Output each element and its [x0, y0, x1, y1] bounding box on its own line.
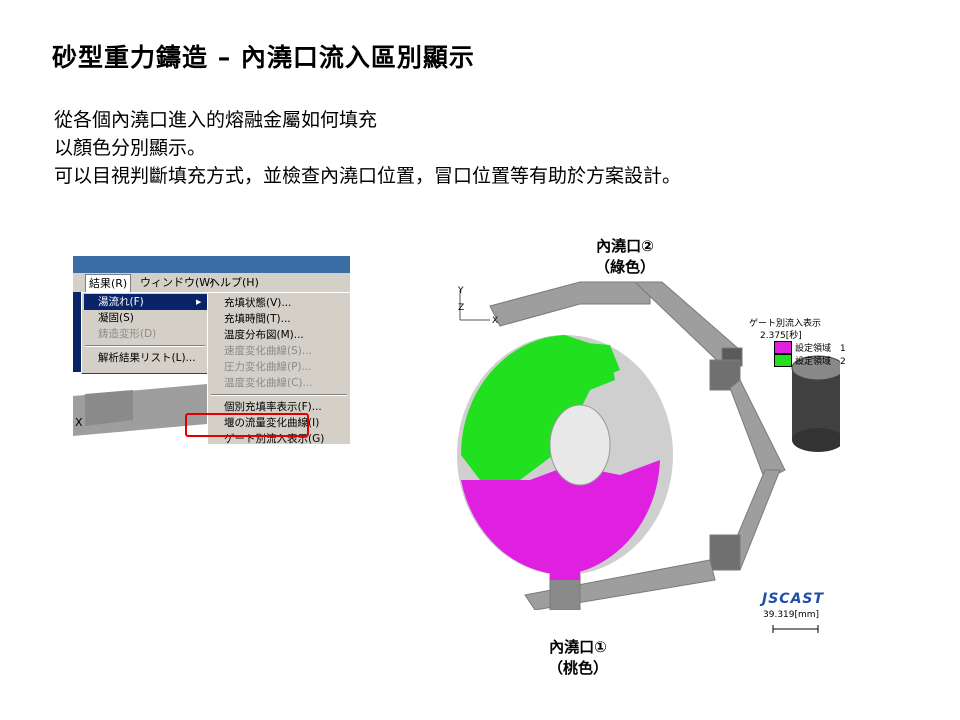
menu-item-velocity-curve[interactable]: 速度変化曲線(S)...	[224, 345, 312, 357]
casting-disc	[457, 335, 673, 580]
description: 從各個內澆口進入的熔融金屬如何填充 以顏色分別顯示。 可以目視判斷填充方式，並檢…	[54, 106, 681, 190]
menu-separator	[211, 394, 347, 396]
svg-text:X: X	[75, 416, 83, 429]
menu-item-flow[interactable]: 湯流れ(F)	[84, 294, 208, 310]
menu-item-individual-fill[interactable]: 個別充填率表示(F)...	[224, 401, 322, 413]
legend-swatch-green	[774, 354, 792, 367]
menu-item-temperature-map[interactable]: 温度分布図(M)...	[224, 329, 304, 341]
legend-swatch-pink	[774, 341, 792, 354]
menu-separator	[85, 345, 205, 347]
runner-fragment: X	[73, 384, 207, 436]
menu-item-casting-deformation[interactable]: 鋳造変形(D)	[98, 328, 157, 340]
menu-results[interactable]: 結果(R)	[85, 274, 132, 293]
legend-item-2-label: 設定領域 2	[795, 357, 846, 367]
page-title: 砂型重力鑄造 – 內澆口流入區別顯示	[52, 43, 475, 72]
menu-item-solidification[interactable]: 凝固(S)	[98, 312, 134, 324]
menu-item-fill-state[interactable]: 充填状態(V)...	[224, 297, 292, 309]
legend-item-1-label: 設定領域 1	[795, 344, 846, 354]
gate2-label: 內澆口② （綠色）	[595, 235, 655, 277]
flow-submenu: 充填状態(V)... 充填時間(T)... 温度分布図(M)... 速度変化曲線…	[207, 292, 350, 444]
menu-item-fill-time[interactable]: 充填時間(T)...	[224, 313, 291, 325]
menu-window[interactable]: ウィンドウ(W)	[140, 276, 215, 289]
description-line-1: 從各個內澆口進入的熔融金屬如何填充	[54, 109, 378, 131]
menu-item-pressure-curve[interactable]: 圧力変化曲線(P)...	[224, 361, 312, 373]
background-window-edge	[73, 292, 81, 372]
gate2-label-color: （綠色）	[595, 258, 656, 276]
gate1-label: 內澆口① （桃色）	[548, 636, 608, 678]
menu-help[interactable]: ヘルプ(H)	[209, 276, 259, 289]
gate1-label-name: 內澆口①	[549, 638, 607, 656]
riser	[791, 355, 840, 452]
menu-item-gate-flow-curve[interactable]: 堰の流量変化曲線(I)	[224, 417, 320, 429]
description-line-3: 可以目視判斷填充方式，並檢查內澆口位置，冒口位置等有助於方案設計。	[54, 165, 682, 187]
scale-value: 39.319[mm]	[763, 610, 820, 620]
casting-simulation-view	[457, 281, 840, 610]
gate1-label-color: （桃色）	[548, 659, 609, 677]
menu-screenshot: 結果(R) ウィンドウ(W) ヘルプ(H) 湯流れ(F) 凝固(S) 鋳造変形(…	[73, 256, 350, 444]
description-line-2: 以顏色分別顯示。	[54, 137, 207, 159]
menu-item-gate-inflow-display[interactable]: ゲート別流入表示(G)	[224, 433, 325, 444]
window-titlebar	[73, 256, 350, 273]
axis-x-label: X	[492, 316, 499, 326]
legend-time: 2.375[秒]	[760, 331, 802, 341]
scale-bar	[772, 625, 819, 633]
gate2-label-name: 內澆口②	[596, 237, 654, 255]
axis-z-label: Z	[458, 303, 465, 313]
legend-title: ゲート別流入表示	[749, 319, 822, 329]
jscast-logo: JSCAST	[762, 591, 825, 607]
axis-indicator	[459, 290, 490, 321]
highlight-box	[185, 413, 309, 437]
menu-item-result-list[interactable]: 解析結果リスト(L)...	[98, 352, 196, 364]
runner-system	[489, 281, 786, 610]
menu-item-temperature-curve[interactable]: 温度変化曲線(C)...	[224, 377, 313, 389]
axis-y-label: Y	[458, 286, 464, 296]
results-dropdown: 湯流れ(F) 凝固(S) 鋳造変形(D) 解析結果リスト(L)...	[81, 292, 209, 374]
